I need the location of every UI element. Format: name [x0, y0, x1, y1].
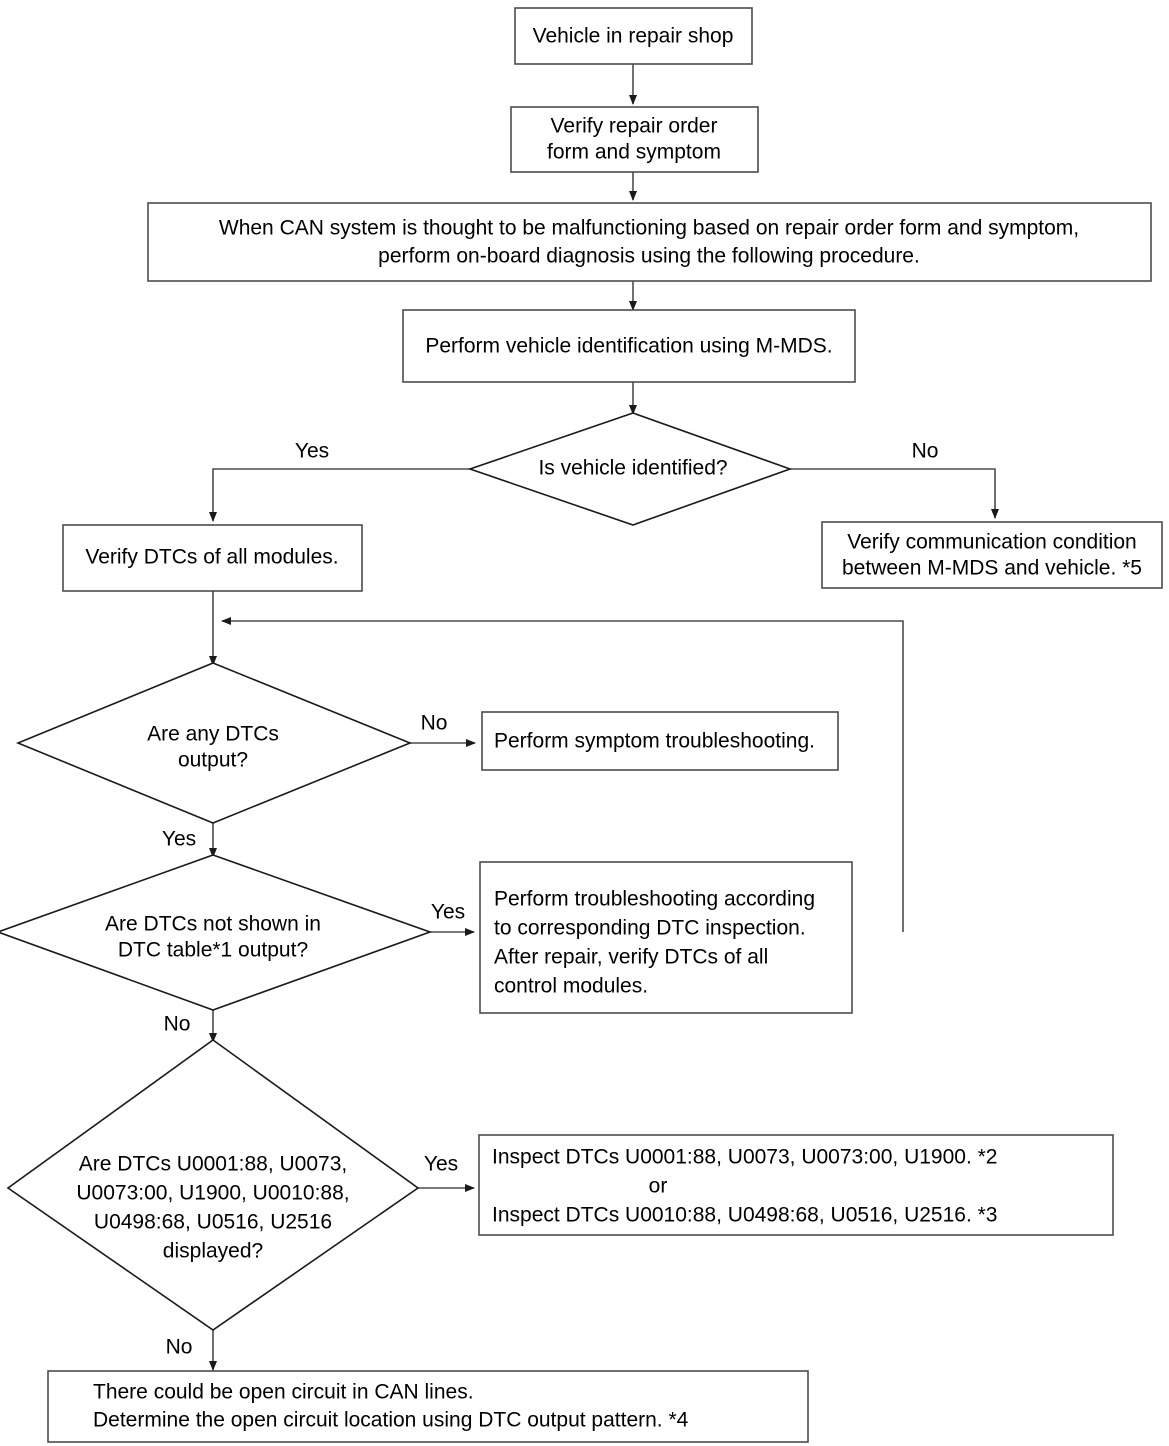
edge-label-anydtcs-no: No [421, 712, 448, 735]
node-specific-dtcs-line-2: U0498:68, U0516, U2516 [94, 1211, 332, 1234]
edge-label-specific-yes: Yes [424, 1153, 458, 1176]
node-vehicle-in-shop[interactable]: Vehicle in repair shop [514, 7, 753, 65]
node-perform-vehicle-id[interactable]: Perform vehicle identification using M-M… [402, 309, 856, 383]
node-perform-troubleshooting-line-1: to corresponding DTC inspection. [494, 917, 806, 940]
node-inspect-dtcs[interactable]: Inspect DTCs U0001:88, U0073, U0073:00, … [478, 1134, 1114, 1236]
edge-label-identified-no: No [912, 440, 939, 463]
node-inspect-dtcs-line-2: Inspect DTCs U0010:88, U0498:68, U0516, … [492, 1204, 997, 1227]
node-inspect-dtcs-line-0: Inspect DTCs U0001:88, U0073, U0073:00, … [492, 1146, 997, 1169]
node-any-dtcs-output[interactable]: Are any DTCs output? [15, 662, 413, 824]
node-any-dtcs-output-line-0: Are any DTCs [147, 723, 279, 746]
edge-label-identified-yes: Yes [295, 440, 329, 463]
edge-label-specific-no: No [166, 1336, 193, 1359]
node-specific-dtcs-line-1: U0073:00, U1900, U0010:88, [76, 1182, 349, 1205]
node-open-circuit-line-0: There could be open circuit in CAN lines… [93, 1381, 474, 1404]
node-verify-communication-line-1: between M-MDS and vehicle. *5 [842, 557, 1142, 580]
node-dtcs-not-in-table[interactable]: Are DTCs not shown in DTC table*1 output… [0, 854, 433, 1011]
node-symptom-troubleshooting[interactable]: Perform symptom troubleshooting. [481, 711, 839, 771]
node-can-malfunction-note-line-1: perform on-board diagnosis using the fol… [378, 245, 920, 268]
node-specific-dtcs-displayed[interactable]: Are DTCs U0001:88, U0073, U0073:00, U190… [6, 1039, 420, 1331]
edge-label-nottable-yes: Yes [431, 901, 465, 924]
node-perform-vehicle-id-line-0: Perform vehicle identification using M-M… [425, 335, 832, 358]
edge-identified-yes [209, 468, 470, 522]
node-dtcs-not-in-table-line-1: DTC table*1 output? [118, 939, 308, 962]
node-dtcs-not-in-table-line-0: Are DTCs not shown in [105, 913, 321, 936]
node-vehicle-in-shop-line-0: Vehicle in repair shop [533, 25, 734, 48]
node-can-malfunction-note-line-0: When CAN system is thought to be malfunc… [219, 217, 1079, 240]
node-open-circuit-conclusion[interactable]: There could be open circuit in CAN lines… [47, 1370, 809, 1443]
node-symptom-troubleshooting-line-0: Perform symptom troubleshooting. [494, 730, 815, 753]
node-verify-repair-order-line-0: Verify repair order [551, 115, 718, 138]
edge-label-nottable-no: No [164, 1013, 191, 1036]
node-perform-troubleshooting-line-0: Perform troubleshooting according [494, 888, 815, 911]
node-is-vehicle-identified-line-0: Is vehicle identified? [538, 457, 727, 480]
node-perform-troubleshooting-line-3: control modules. [494, 975, 648, 998]
node-verify-repair-order-line-1: form and symptom [547, 141, 721, 164]
node-verify-dtcs-all-modules[interactable]: Verify DTCs of all modules. [62, 524, 363, 592]
edge-loopback-to-verify [221, 617, 904, 932]
edge-identified-no [790, 468, 999, 519]
node-verify-dtcs-all-modules-line-0: Verify DTCs of all modules. [85, 546, 338, 569]
node-inspect-dtcs-line-1: or [649, 1175, 668, 1198]
node-specific-dtcs-line-0: Are DTCs U0001:88, U0073, [79, 1153, 347, 1176]
node-perform-troubleshooting[interactable]: Perform troubleshooting according to cor… [479, 861, 853, 1014]
node-verify-repair-order[interactable]: Verify repair order form and symptom [510, 106, 759, 173]
edge-label-anydtcs-yes: Yes [162, 828, 196, 851]
node-open-circuit-line-1: Determine the open circuit location usin… [93, 1409, 689, 1432]
node-perform-troubleshooting-line-2: After repair, verify DTCs of all [494, 946, 768, 969]
node-any-dtcs-output-line-1: output? [178, 749, 248, 772]
node-verify-communication[interactable]: Verify communication condition between M… [821, 521, 1163, 589]
node-specific-dtcs-line-3: displayed? [163, 1240, 263, 1263]
node-can-malfunction-note[interactable]: When CAN system is thought to be malfunc… [147, 202, 1152, 282]
edge-label-layer: Yes No No Yes Yes No Yes No [162, 440, 939, 1359]
node-is-vehicle-identified[interactable]: Is vehicle identified? [467, 412, 793, 526]
node-verify-communication-line-0: Verify communication condition [847, 531, 1136, 554]
connector-layer [209, 64, 999, 1371]
